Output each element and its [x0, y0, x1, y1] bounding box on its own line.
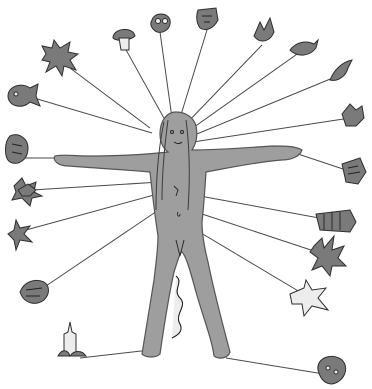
connector-line — [32, 182, 160, 190]
connector-line — [125, 48, 165, 120]
connector-line — [190, 52, 300, 130]
connector-line — [26, 192, 165, 230]
seed-pod-icon — [318, 356, 346, 384]
cluster-creature-icon — [254, 18, 274, 41]
worm-bundle-icon — [20, 280, 49, 303]
connector-line — [70, 68, 150, 128]
sea-urchin-icon — [316, 210, 356, 232]
connector-line — [196, 212, 326, 255]
connector-line — [34, 98, 152, 133]
fish-icon — [8, 84, 40, 106]
round-blob-icon — [6, 135, 29, 163]
connector-line — [80, 350, 150, 358]
connector-line — [200, 196, 330, 220]
connector-line — [226, 358, 330, 375]
connector-line — [40, 205, 166, 290]
connector-line — [193, 118, 350, 142]
connector-line — [180, 30, 207, 118]
lizard-icon — [290, 280, 328, 316]
bug-head-icon — [151, 14, 171, 32]
mushroom-icon — [113, 29, 135, 50]
cup-creature-icon — [342, 158, 366, 184]
helmet-creature-icon — [197, 8, 218, 30]
spiky-blob-icon — [42, 40, 78, 76]
snake-icon — [172, 276, 183, 338]
connector-line — [160, 32, 172, 118]
beak-creature-icon — [330, 60, 352, 80]
small-critter-icon — [342, 104, 364, 126]
candle-creature-icon — [58, 322, 86, 356]
small-bird-icon — [290, 40, 318, 55]
connector-line — [192, 75, 340, 136]
thorny-sprite-icon — [8, 220, 32, 250]
star-plant-icon — [310, 236, 346, 276]
